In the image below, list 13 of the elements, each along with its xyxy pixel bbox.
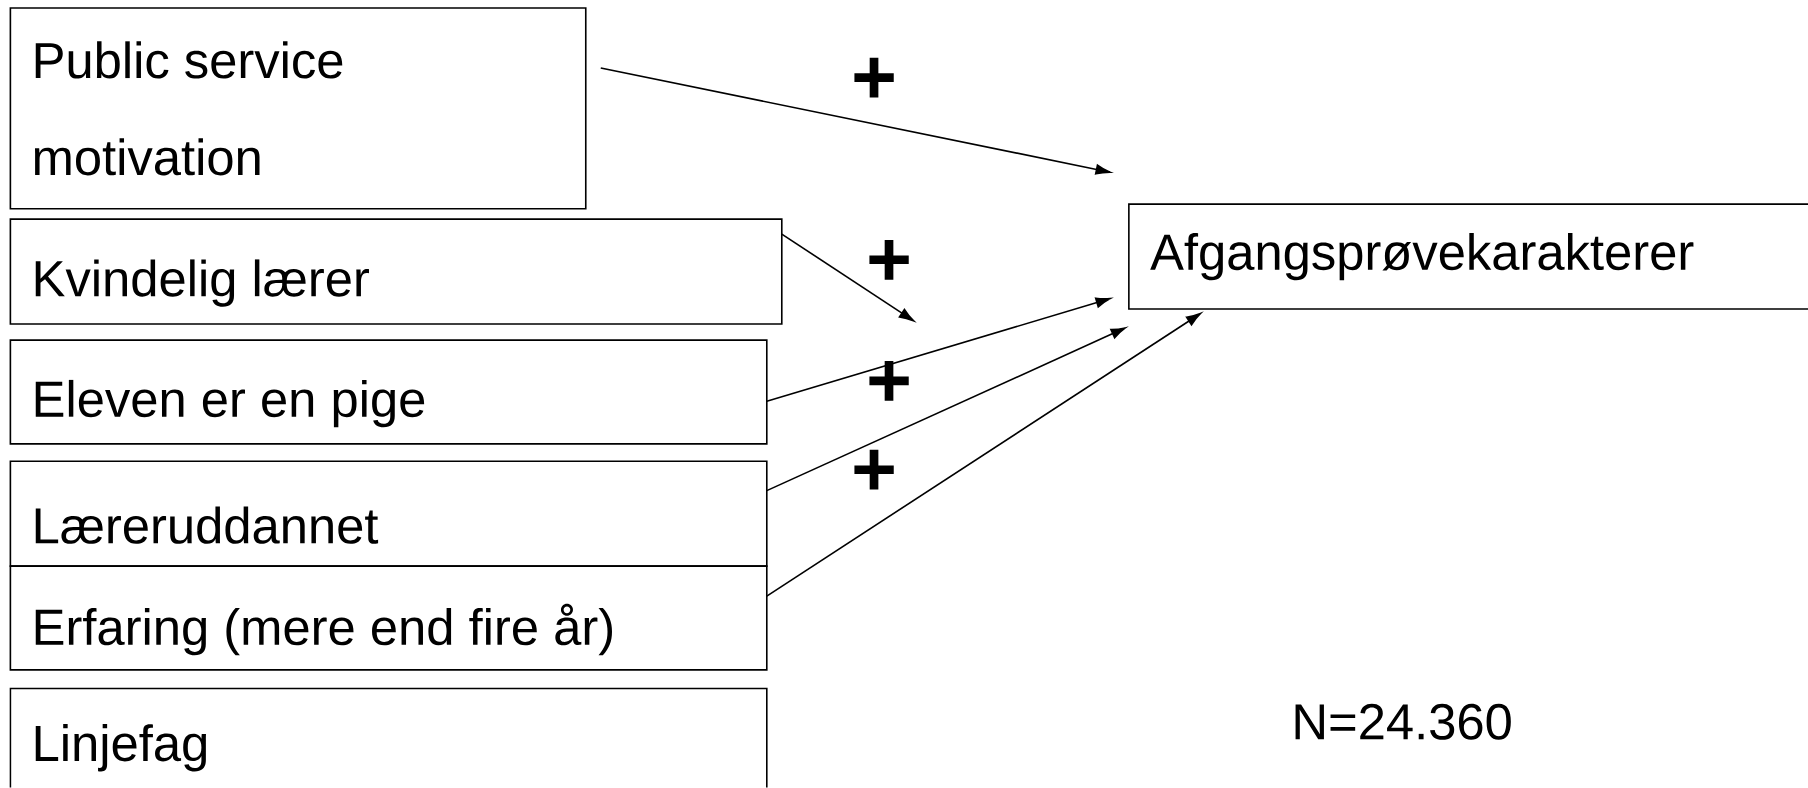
variable-box: Læreruddannet: [9, 460, 768, 568]
plus-sign: +: [869, 240, 909, 280]
variable-box: Eleven er en pige: [9, 339, 768, 445]
variable-box: Kvindelig lærer: [9, 218, 783, 326]
variable-box: Linjefag: [9, 687, 768, 788]
plus-sign: +: [854, 57, 894, 98]
plus-sign: +: [854, 450, 894, 490]
arrow: [599, 67, 1111, 175]
arrow: [781, 233, 915, 322]
variable-box: Public service motivation: [9, 7, 587, 210]
sample-size-note: N=24.360: [1295, 704, 1511, 740]
outcome-box: Afgangsprøvekarakterer: [1128, 203, 1808, 311]
variable-box: Erfaring (mere end fire år): [9, 565, 768, 671]
